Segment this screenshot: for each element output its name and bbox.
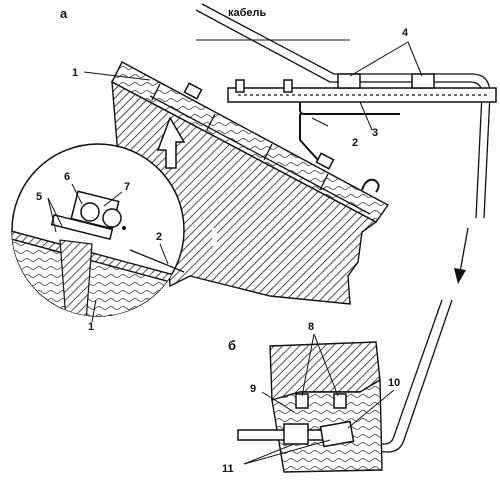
flow-arrow: [454, 227, 469, 284]
label-10: 10: [388, 377, 400, 389]
label-3: 3: [372, 127, 378, 139]
beam-edge-line: [149, 95, 371, 215]
bracket-arm: [299, 102, 400, 115]
label-5: 5: [36, 191, 42, 203]
wall-mark: [212, 228, 217, 246]
label-4: 4: [402, 27, 409, 39]
cable-label: кабель: [228, 7, 267, 19]
hook: [361, 178, 380, 193]
beam-bolts: [183, 79, 335, 170]
beam-segments: [151, 83, 329, 191]
figure-a-label: а: [60, 6, 68, 21]
insert-left: [295, 393, 309, 409]
detail-arrow: [156, 116, 186, 169]
label-1-top: 1: [72, 67, 78, 79]
label-9: 9: [250, 383, 256, 395]
figure-b-label: б: [228, 338, 236, 353]
label-1-inset: 1: [88, 321, 94, 333]
inset-clamp-right: [102, 208, 122, 228]
bushing-right: [319, 420, 355, 448]
inset-screw-shaft: [59, 239, 93, 316]
cable-clamp-right: [411, 73, 435, 89]
label-11: 11: [222, 463, 234, 475]
insert-right: [333, 393, 347, 409]
label-7: 7: [124, 181, 130, 193]
label-2-inset: 2: [156, 231, 162, 243]
inset-bracket-line: [129, 249, 185, 273]
cable-clamp-left: [337, 73, 361, 89]
bracket-leg: [299, 114, 319, 161]
mounting-bar: [227, 87, 497, 103]
cable-lower-outer: [351, 299, 453, 453]
leader-lines: [47, 39, 423, 465]
inset-clamp-left: [80, 202, 100, 222]
cable-lower-inner: [351, 299, 443, 445]
bushing-left: [283, 423, 309, 445]
label-8: 8: [308, 321, 314, 333]
inset-cable-core: [122, 226, 126, 230]
label-6: 6: [64, 171, 70, 183]
label-2-top: 2: [352, 137, 358, 149]
